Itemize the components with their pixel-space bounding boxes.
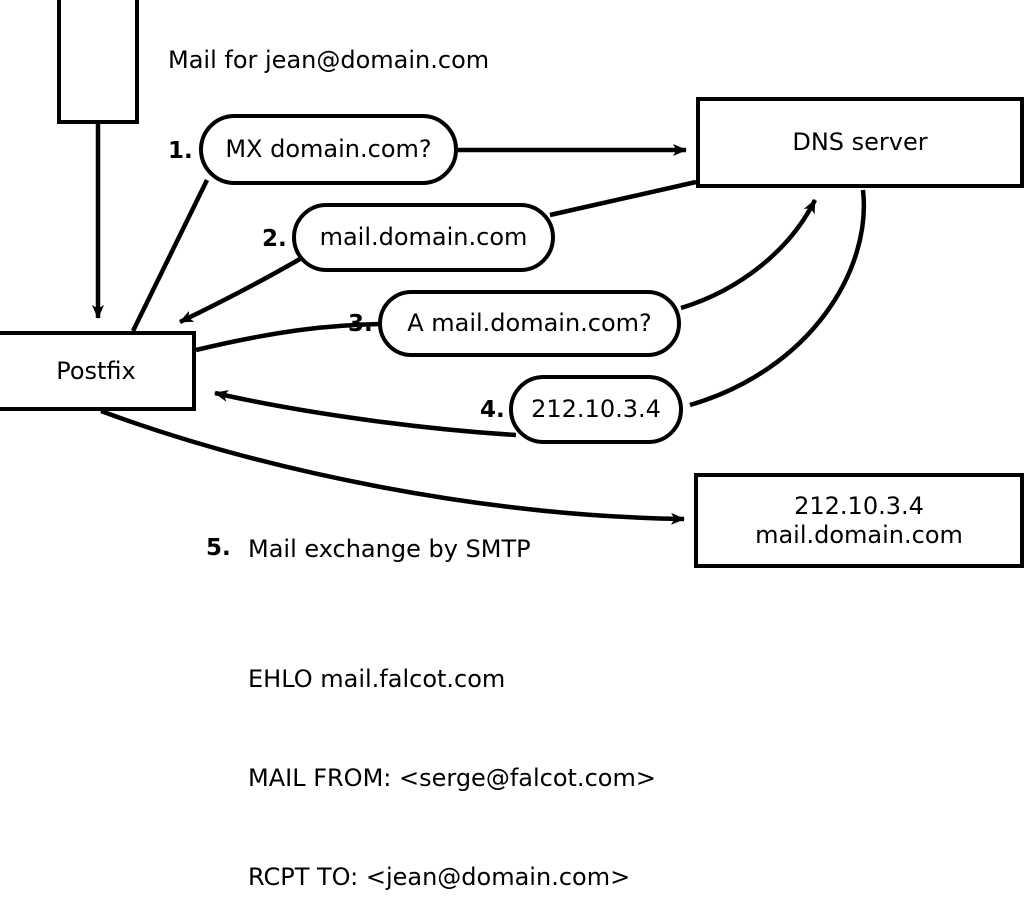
- step-3-label: A mail.domain.com?: [407, 309, 652, 338]
- smtp-line: EHLO mail.falcot.com: [248, 665, 506, 693]
- smtp-line: MAIL FROM: <serge@falcot.com>: [248, 764, 656, 792]
- target-server-ip: 212.10.3.4: [794, 492, 924, 521]
- connector-dns-to-step2: [549, 179, 697, 218]
- connector-step2-to-postfix: [179, 257, 302, 325]
- step-5-label: Mail exchange by SMTP: [248, 535, 531, 563]
- target-server-box[interactable]: 212.10.3.4 mail.domain.com: [694, 473, 1024, 568]
- step-4-bubble[interactable]: 212.10.3.4: [509, 375, 683, 444]
- step-2-number: 2.: [262, 226, 287, 252]
- connector-postfix-to-step1: [130, 179, 210, 332]
- step-2-bubble[interactable]: mail.domain.com: [292, 203, 555, 272]
- connector-step4-to-postfix: [214, 390, 517, 438]
- step-1-bubble[interactable]: MX domain.com?: [199, 114, 458, 185]
- dns-server-box[interactable]: DNS server: [696, 97, 1024, 188]
- step-1-number: 1.: [168, 138, 193, 164]
- step-4-label: 212.10.3.4: [531, 395, 661, 424]
- step-5-number: 5.: [206, 535, 231, 561]
- target-server-hostname: mail.domain.com: [755, 520, 963, 549]
- step-1-label: MX domain.com?: [225, 135, 432, 164]
- mail-client-box[interactable]: [57, 0, 139, 124]
- step-3-number: 3.: [348, 311, 373, 337]
- postfix-label: Postfix: [56, 356, 136, 385]
- mail-for-caption: Mail for jean@domain.com: [168, 46, 490, 74]
- dns-server-label: DNS server: [792, 128, 928, 157]
- postfix-box[interactable]: Postfix: [0, 331, 196, 411]
- connector-dns-to-step4: [689, 189, 867, 408]
- smtp-transcript: EHLO mail.falcot.com MAIL FROM: <serge@f…: [248, 597, 656, 919]
- step-2-label: mail.domain.com: [319, 223, 528, 252]
- step-3-bubble[interactable]: A mail.domain.com?: [378, 290, 681, 357]
- step-4-number: 4.: [480, 397, 505, 423]
- connector-step3-to-dns: [680, 198, 818, 311]
- smtp-line: RCPT TO: <jean@domain.com>: [248, 863, 631, 891]
